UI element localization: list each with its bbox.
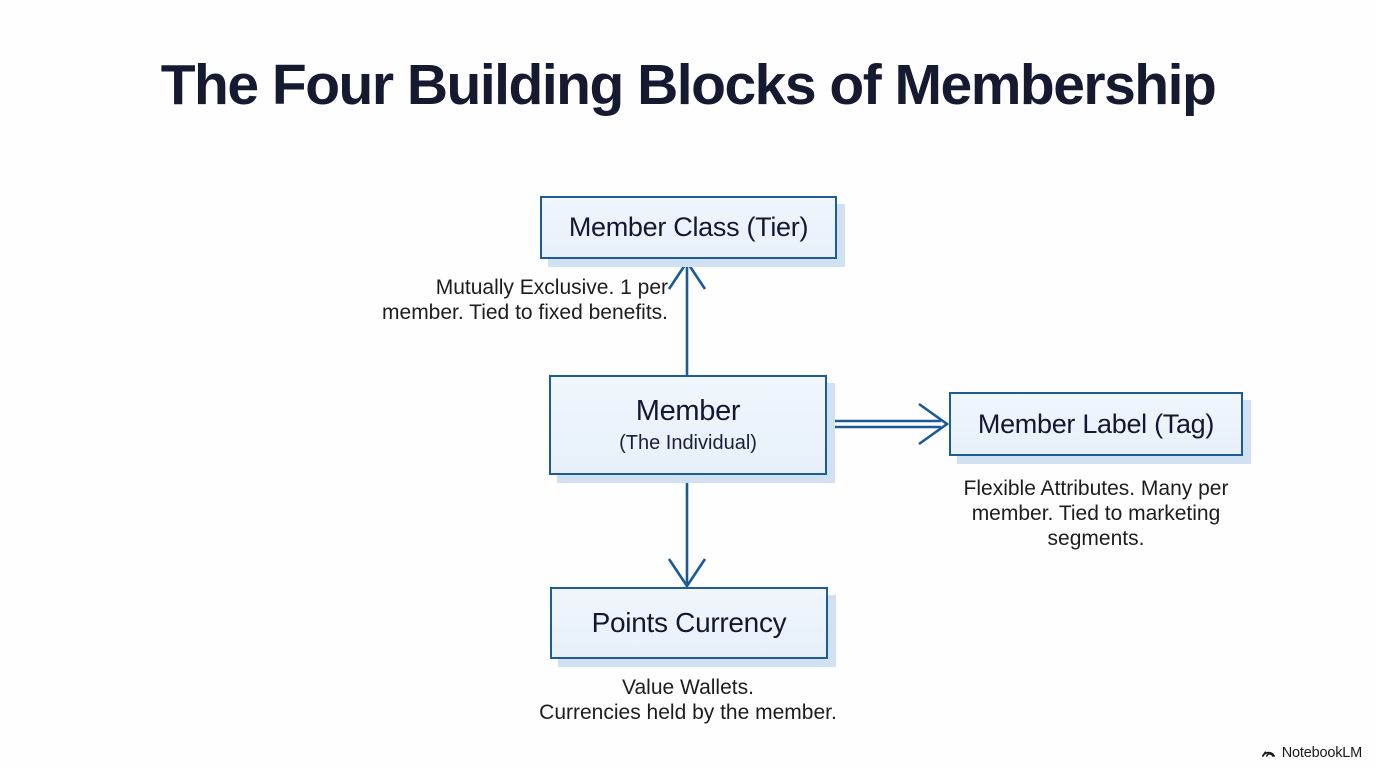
note-member-class: Mutually Exclusive. 1 per member. Tied t… — [348, 275, 668, 325]
node-member-sublabel: (The Individual) — [619, 432, 757, 454]
note-line: member. Tied to marketing — [971, 502, 1221, 525]
watermark-label: NotebookLM — [1281, 744, 1362, 761]
arrow-member-to-label-icon — [828, 402, 950, 446]
node-member-label-text: Member — [635, 395, 741, 427]
notebooklm-logo-icon — [1261, 751, 1275, 757]
node-member-class-label: Member Class (Tier) — [568, 212, 809, 242]
watermark: NotebookLM — [1260, 744, 1362, 761]
node-member-class: Member Class (Tier) — [540, 196, 837, 259]
note-line: Flexible Attributes. Many per — [963, 477, 1229, 500]
node-member-label-tag-text: Member Label (Tag) — [977, 408, 1215, 439]
note-line: Mutually Exclusive. 1 per — [435, 276, 668, 299]
note-points-currency: Value Wallets. Currencies held by the me… — [538, 675, 838, 725]
page-title: The Four Building Blocks of Membership — [160, 53, 1217, 117]
node-points-currency-label: Points Currency — [591, 607, 787, 638]
note-member-label: Flexible Attributes. Many per member. Ti… — [946, 476, 1246, 551]
arrow-member-to-points-icon — [667, 476, 707, 589]
note-line: segments. — [1047, 527, 1145, 550]
node-member-label-tag: Member Label (Tag) — [949, 392, 1243, 456]
note-line: Currencies held by the member. — [539, 701, 837, 724]
note-line: member. Tied to fixed benefits. — [382, 301, 668, 324]
node-points-currency: Points Currency — [550, 587, 828, 659]
node-member: Member (The Individual) — [549, 375, 827, 475]
note-line: Value Wallets. — [622, 676, 754, 699]
arrow-member-to-class-icon — [667, 259, 707, 375]
